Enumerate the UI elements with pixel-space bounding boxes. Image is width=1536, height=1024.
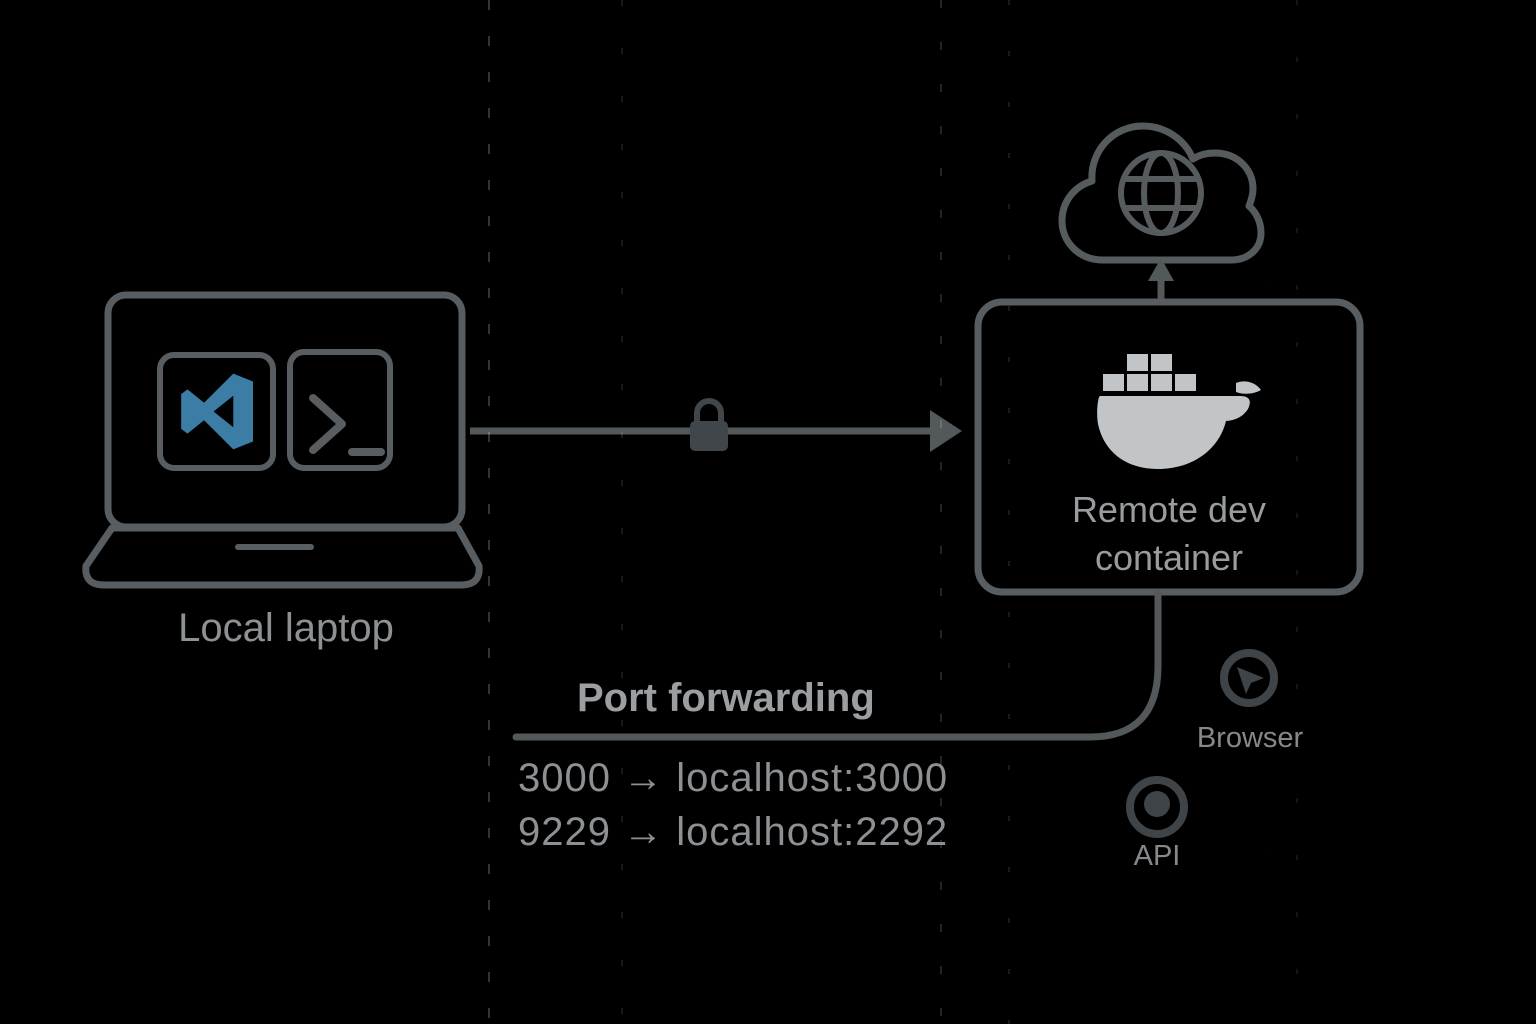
port-mapping-1: 3000 → localhost:3000	[518, 756, 949, 800]
remote-container-label-line1: Remote dev	[1071, 489, 1267, 530]
port-mapping-2: 9229 → localhost:2292	[518, 810, 949, 854]
remote-container-label: Remote dev container	[978, 486, 1360, 582]
port-forwarding-title: Port forwarding	[577, 676, 875, 720]
local-laptop-label: Local laptop	[178, 606, 394, 650]
api-label: API	[1133, 840, 1181, 872]
browser-label: Browser	[1196, 722, 1304, 754]
remote-container-label-line2: container	[1094, 537, 1244, 578]
